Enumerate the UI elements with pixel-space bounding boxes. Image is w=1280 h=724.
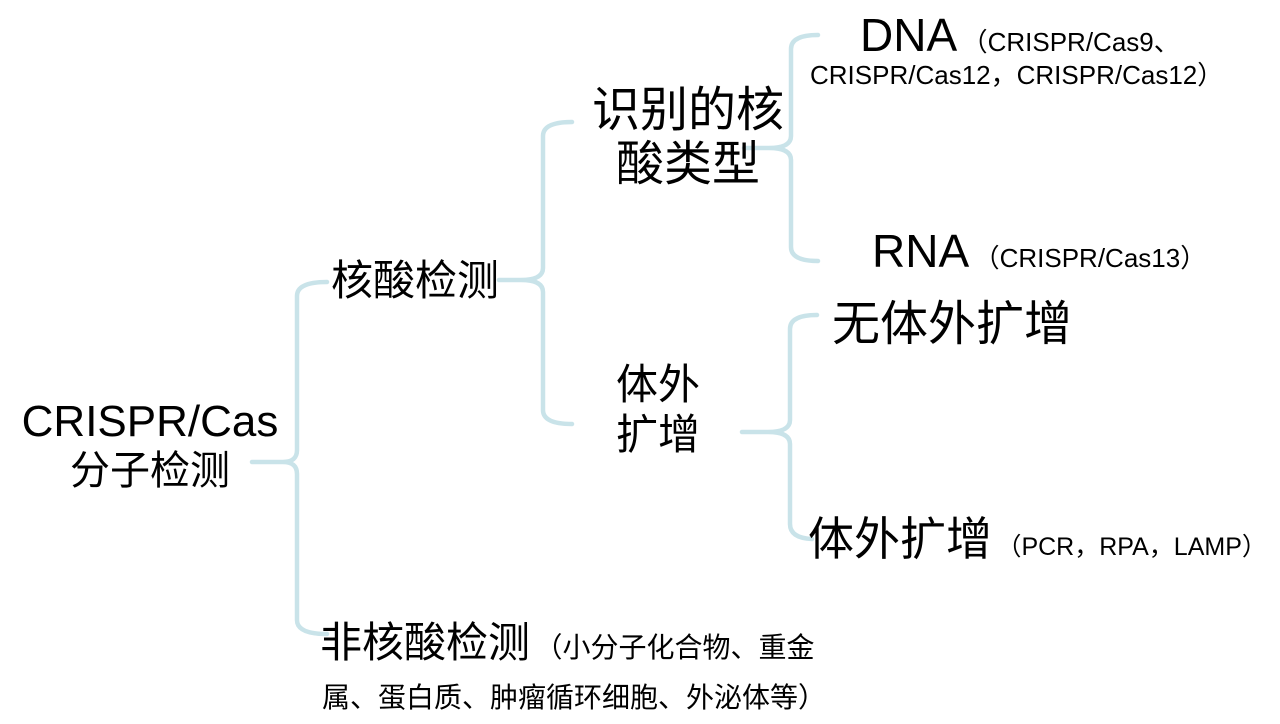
node-non-nucleic-detection: 非核酸检测 （小分子化合物、重金 xyxy=(320,617,814,669)
node-recognized-type: 识别的核 酸类型 xyxy=(558,84,818,192)
leaf-no-amplification: 无体外扩增 xyxy=(832,298,1073,351)
with-amplification-label: 体外扩增 xyxy=(808,513,992,565)
leaf-rna: RNA （CRISPR/Cas13） xyxy=(872,226,1206,276)
leaf-dna: DNA （CRISPR/Cas9、 xyxy=(860,10,1180,60)
rna-label: RNA xyxy=(872,225,970,277)
brace-nucleic-children xyxy=(496,119,575,427)
dna-detail-line2: CRISPR/Cas12，CRISPR/Cas12） xyxy=(810,60,1224,90)
amplification-line1: 体外 xyxy=(615,361,700,408)
amplification-line2: 扩增 xyxy=(615,411,700,458)
non-nucleic-detail-line1: （小分子化合物、重金 xyxy=(534,632,815,663)
dna-detail-line1: （CRISPR/Cas9、 xyxy=(961,27,1180,57)
recognized-type-line1: 识别的核 xyxy=(591,84,784,137)
brace-type-children xyxy=(741,32,821,264)
brace-root-children xyxy=(249,279,330,637)
root-title-cn: 分子检测 xyxy=(70,449,230,493)
node-invitro-amplification: 体外 扩增 xyxy=(558,360,758,460)
brace-amplification-children xyxy=(739,312,820,542)
leaf-with-amplification: 体外扩增 （PCR，RPA，LAMP） xyxy=(808,514,1267,564)
root-node: CRISPR/Cas 分子检测 xyxy=(10,398,290,496)
rna-detail: （CRISPR/Cas13） xyxy=(973,243,1207,273)
node-nucleic-detection: 核酸检测 xyxy=(331,257,500,304)
dna-label: DNA xyxy=(860,9,958,61)
non-nucleic-label: 非核酸检测 xyxy=(320,619,531,666)
recognized-type-line2: 酸类型 xyxy=(615,138,760,191)
with-amplification-detail: （PCR，RPA，LAMP） xyxy=(996,533,1267,561)
root-title-latin: CRISPR/Cas xyxy=(21,397,279,446)
non-nucleic-detail-line2: 属、蛋白质、肿瘤循环细胞、外泌体等） xyxy=(322,682,827,713)
